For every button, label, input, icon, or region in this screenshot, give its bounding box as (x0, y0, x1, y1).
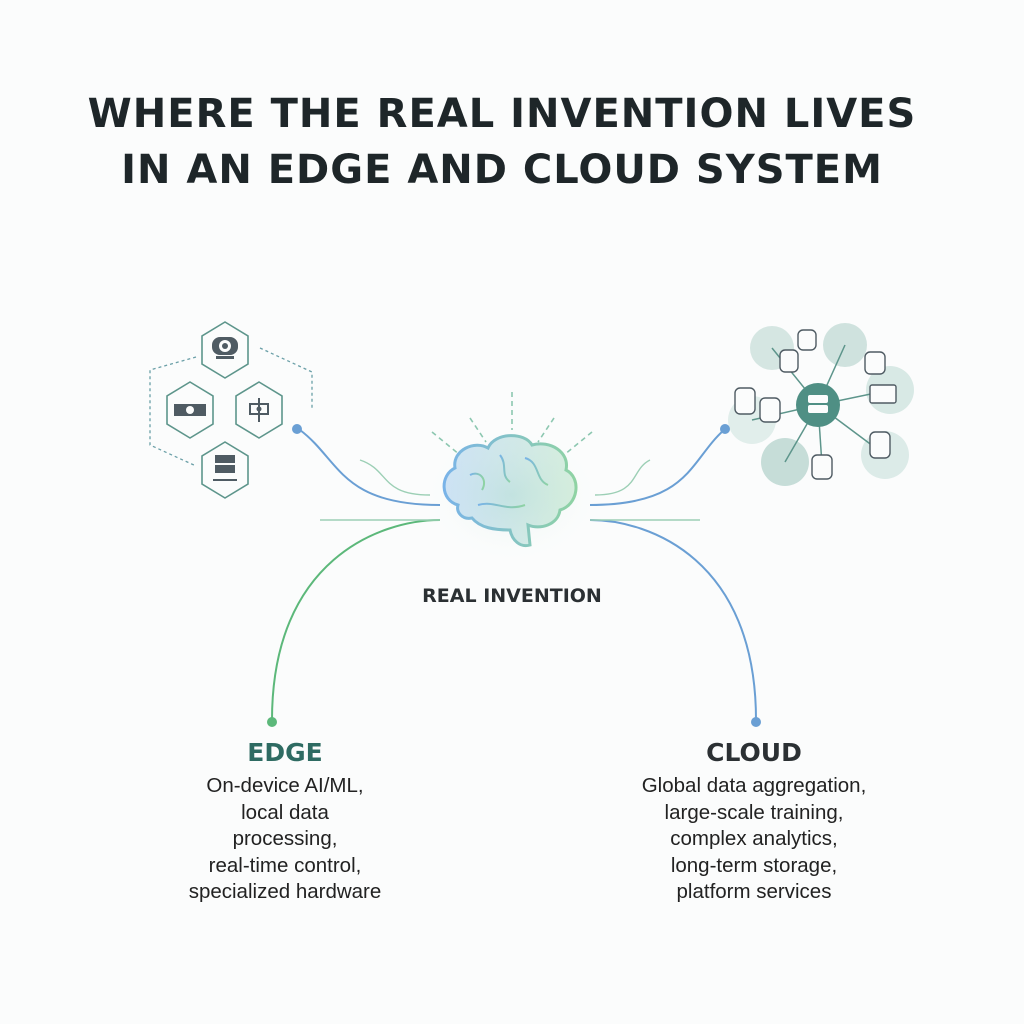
edge-connector-dot (292, 424, 302, 434)
cloud-line: long-term storage, (670, 853, 838, 877)
edge-line: real-time control, (208, 853, 362, 877)
brain-icon (422, 392, 602, 565)
edge-line: processing, (232, 827, 338, 850)
cloud-line: Global data aggregation, (641, 774, 867, 797)
edge-section: EDGE On-device AI/ML, local data process… (160, 738, 410, 906)
camera-icon (201, 321, 249, 379)
edge-anchor-dot (267, 717, 277, 727)
edge-device-cluster (149, 321, 313, 499)
edge-line: local data (241, 800, 329, 824)
database-cluster-icon (728, 323, 914, 486)
cloud-heading: CLOUD (706, 738, 802, 767)
page-title: WHERE THE REAL INVENTION LIVES IN AN EDG… (0, 86, 1004, 198)
edge-line: specialized hardware (188, 880, 382, 903)
edge-line: On-device AI/ML, (206, 774, 364, 797)
cloud-description: Global data aggregation, large-scale tra… (614, 773, 894, 906)
sensor-module-icon (166, 381, 214, 439)
title-line-1: WHERE THE REAL INVENTION LIVES (87, 91, 917, 137)
server-icon (201, 441, 249, 499)
actuator-icon (235, 381, 283, 439)
center-label: REAL INVENTION (422, 585, 602, 607)
connector-lines (271, 429, 757, 721)
cloud-section: CLOUD Global data aggregation, large-sca… (614, 738, 894, 906)
cloud-connector-dot (720, 424, 730, 434)
edge-description: On-device AI/ML, local data processing, … (160, 773, 410, 906)
cloud-line: large-scale training, (664, 800, 844, 824)
cloud-line: platform services (676, 880, 832, 903)
cloud-line: complex analytics, (670, 827, 838, 850)
title-line-2: IN AN EDGE AND CLOUD SYSTEM (121, 147, 883, 193)
cloud-anchor-dot (751, 717, 761, 727)
edge-heading: EDGE (247, 738, 323, 767)
